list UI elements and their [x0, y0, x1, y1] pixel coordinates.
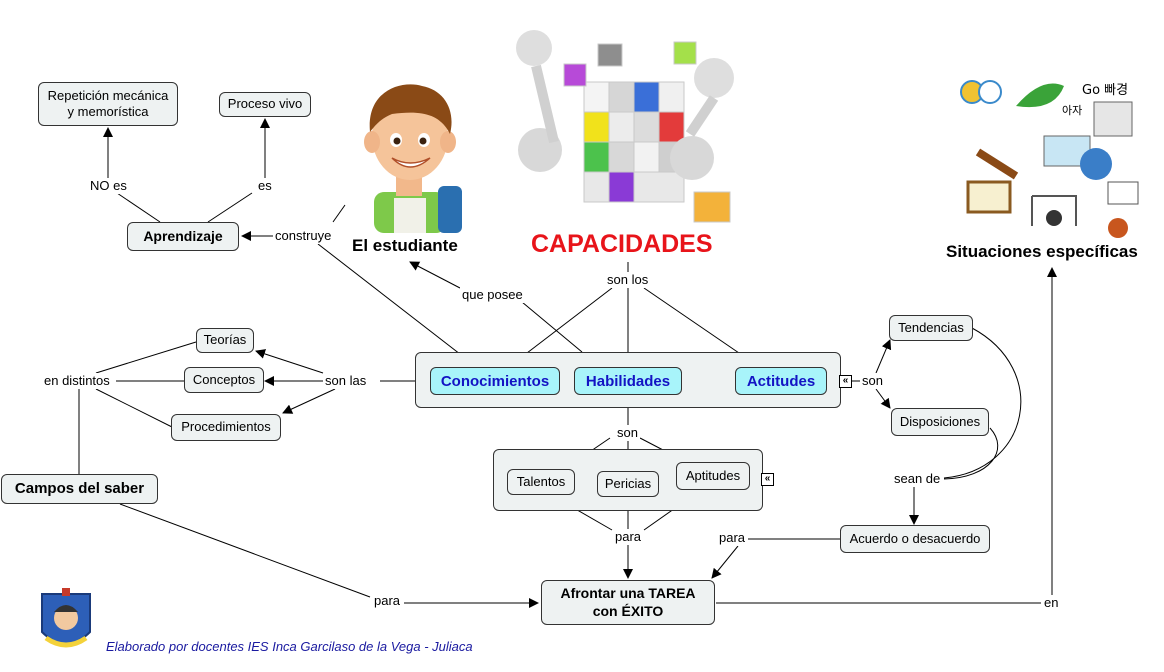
link-label-para-right: para [717, 530, 748, 546]
link-label-es: es [256, 178, 274, 194]
node-repeticion[interactable]: Repetición mecánica y memorística [38, 82, 178, 126]
title-capacidades: CAPACIDADES [531, 230, 713, 258]
link-label-son-habilidades: son [615, 425, 640, 441]
link-label-que-posee: que posee [460, 287, 525, 303]
link-label-son-las: son las [323, 373, 369, 389]
node-conocimientos[interactable]: Conocimientos [430, 367, 560, 395]
node-campos-del-saber[interactable]: Campos del saber [1, 474, 158, 504]
node-habilidades[interactable]: Habilidades [574, 367, 682, 395]
link-label-en-distintos: en distintos [42, 373, 112, 389]
link-label-sean-de: sean de [892, 471, 943, 487]
link-label-son-actitudes: son [860, 373, 885, 389]
node-conceptos[interactable]: Conceptos [184, 367, 264, 393]
link-label-son-los: son los [605, 272, 651, 288]
node-proceso-vivo[interactable]: Proceso vivo [219, 92, 311, 117]
link-label-construye: construye [273, 228, 334, 244]
capacity-cubes-illustration [516, 30, 734, 223]
node-tendencias[interactable]: Tendencias [889, 315, 973, 341]
node-disposiciones[interactable]: Disposiciones [891, 408, 989, 436]
node-procedimientos[interactable]: Procedimientos [171, 414, 281, 441]
link-label-para-mid: para [613, 529, 644, 545]
node-pericias[interactable]: Pericias [597, 471, 659, 497]
footer-credit: Elaborado por docentes IES Inca Garcilas… [106, 639, 473, 654]
link-label-para-left: para [372, 593, 403, 609]
node-talentos[interactable]: Talentos [507, 469, 575, 495]
school-crest-logo [41, 588, 91, 648]
node-acuerdo[interactable]: Acuerdo o desacuerdo [840, 525, 990, 553]
student-illustration [364, 84, 462, 233]
node-aprendizaje[interactable]: Aprendizaje [127, 222, 239, 251]
svg-text:Go 빠경: Go 빠경 [1082, 83, 1128, 98]
svg-text:아자: 아자 [1062, 104, 1082, 117]
node-teorias[interactable]: Teorías [196, 328, 254, 353]
node-tarea[interactable]: Afrontar una TAREA con ÉXITO [541, 580, 715, 625]
link-label-no-es: NO es [88, 178, 129, 194]
title-estudiante: El estudiante [352, 236, 458, 255]
collapse-icon-2[interactable]: « [761, 473, 774, 486]
specific-situations-illustration: Go 빠경 아자 [960, 80, 1139, 238]
collapse-icon[interactable]: « [839, 375, 852, 388]
node-aptitudes[interactable]: Aptitudes [676, 462, 750, 490]
node-actitudes[interactable]: Actitudes [735, 367, 827, 395]
link-label-en: en [1042, 595, 1061, 611]
title-situaciones: Situaciones específicas [946, 242, 1138, 261]
